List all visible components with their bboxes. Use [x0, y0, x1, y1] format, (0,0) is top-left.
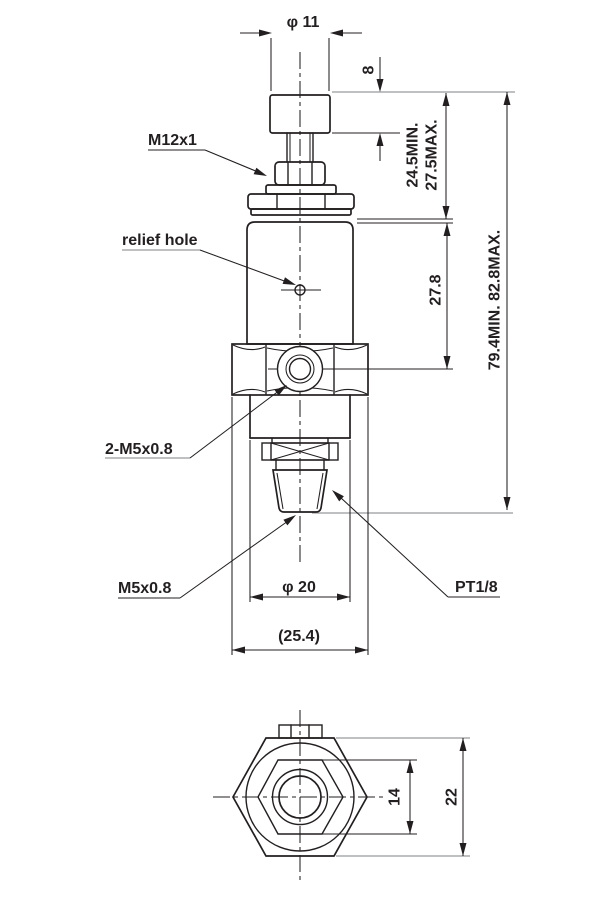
dim-overall-width: (25.4) — [231, 397, 369, 655]
thread-relief-box — [261, 437, 339, 461]
label-text-adjust-thread: M12x1 — [148, 132, 197, 149]
dim-text-top-height-max: 27.5MAX. — [424, 119, 441, 190]
dim-body-height: 27.8 — [428, 223, 451, 369]
dim-knob-height: 8 — [332, 57, 400, 161]
label-text-bottom-fitting-thread: PT1/8 — [455, 579, 498, 596]
knob-stem — [286, 132, 314, 163]
bottom-fitting — [272, 459, 328, 513]
dim-body-diameter: φ 20 — [249, 440, 351, 602]
dim-outer-hex-height: 22 — [444, 738, 467, 856]
dim-text-outer-hex-height: 22 — [444, 788, 461, 806]
dim-text-inner-hex-width: 14 — [387, 788, 404, 806]
label-bottom-port-thread: M5x0.8 — [118, 515, 296, 599]
label-side-ports: 2-M5x0.8 — [105, 385, 287, 459]
label-text-relief-hole: relief hole — [122, 232, 198, 249]
relief-hole — [281, 284, 321, 296]
side-port — [268, 345, 453, 393]
dim-top-height: 24.5MIN. 27.5MAX. — [357, 93, 453, 224]
main-body — [246, 221, 354, 345]
dim-text-overall-width: (25.4) — [278, 628, 320, 645]
bottom-view — [213, 710, 387, 884]
aux-extension-lines — [105, 91, 515, 857]
dim-text-knob-diameter: φ 11 — [287, 14, 320, 31]
dim-text-overall-height: 79.4MIN. 82.8MAX. — [487, 230, 504, 371]
mounting-collar — [247, 184, 355, 216]
dim-text-knob-height: 8 — [361, 65, 378, 74]
dim-text-body-diameter: φ 20 — [282, 579, 316, 596]
lower-body — [249, 394, 351, 439]
dim-text-top-height-min: 24.5MIN. — [405, 123, 422, 188]
label-text-side-ports: 2-M5x0.8 — [105, 441, 173, 458]
label-adjust-thread: M12x1 — [148, 132, 267, 176]
label-bottom-fitting-thread: PT1/8 — [332, 490, 500, 598]
adjustment-knob — [269, 94, 331, 134]
dim-inner-hex-width: 14 — [322, 759, 417, 835]
dim-knob-diameter: φ 11 — [240, 14, 362, 91]
dim-text-body-height: 27.8 — [428, 274, 445, 305]
dim-overall-height: 79.4MIN. 82.8MAX. — [487, 92, 511, 510]
label-text-bottom-port-thread: M5x0.8 — [118, 580, 171, 597]
label-relief-hole: relief hole — [122, 232, 296, 285]
front-view — [231, 52, 453, 562]
